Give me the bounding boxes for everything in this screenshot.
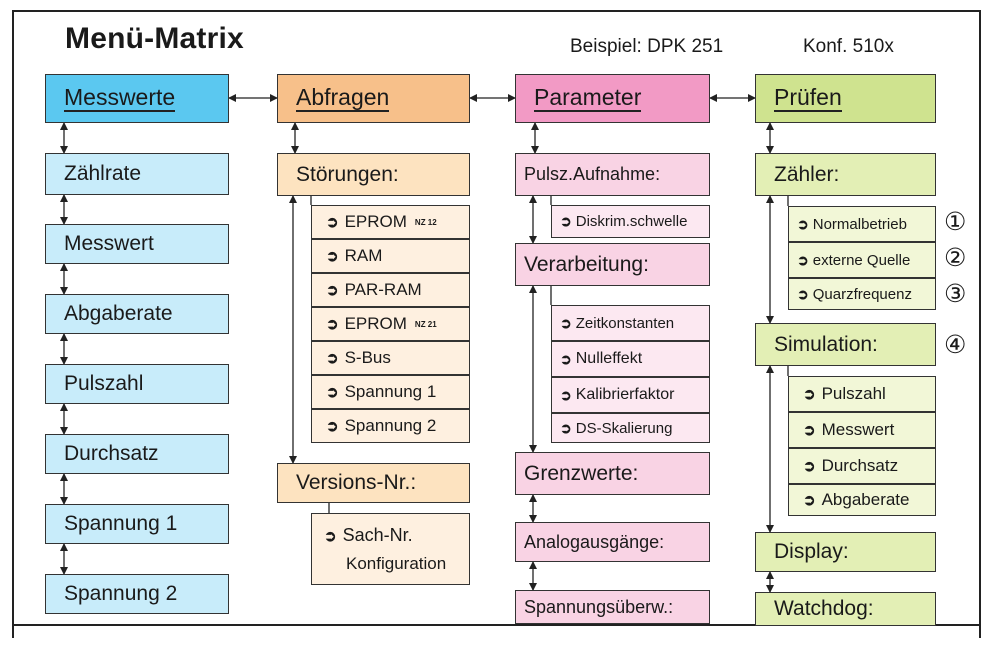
header-pruefen[interactable]: Prüfen: [755, 74, 936, 123]
param-label: Kalibrierfaktor: [575, 386, 675, 403]
example-label: Beispiel: DPK 251: [570, 36, 724, 57]
simulation-pulszahl[interactable]: ➲ Pulszahl: [788, 376, 936, 412]
arrow-icon: ➲: [326, 282, 339, 299]
simulation-label: Pulszahl: [821, 384, 886, 403]
arrow-icon: ➲: [326, 248, 339, 265]
arrow-icon: ➲: [803, 386, 816, 403]
param-label: Nulleffekt: [575, 350, 643, 367]
simulation-label: Messwert: [821, 420, 895, 439]
pruefen-externe-quelle[interactable]: ➲ externe Quelle: [788, 242, 936, 278]
stoerung-label: Spannung 1: [344, 382, 437, 401]
arrow-icon: ➲: [560, 213, 572, 229]
param-diskrim-schwelle[interactable]: ➲ Diskrim.schwelle: [551, 205, 710, 238]
arrow-icon: ➲: [326, 384, 339, 401]
stoerung-par-ram[interactable]: ➲ PAR-RAM: [311, 273, 470, 307]
item-versions-nr[interactable]: Versions-Nr.:: [277, 463, 470, 503]
stoerung-spannung-1[interactable]: ➲ Spannung 1: [311, 375, 470, 409]
arrow-icon: ➲: [797, 215, 809, 232]
marker-3-icon: ③: [944, 280, 967, 308]
stoerung-label: S-Bus: [344, 348, 391, 367]
arrow-icon: ➲: [324, 527, 337, 545]
header-abfragen[interactable]: Abfragen: [277, 74, 470, 123]
item-display[interactable]: Display:: [755, 532, 936, 572]
nz-label: NZ 12: [414, 217, 437, 227]
stoerung-label: EPROM: [344, 212, 407, 231]
item-abgaberate[interactable]: Abgaberate: [45, 294, 229, 334]
item-spannung-1[interactable]: Spannung 1: [45, 504, 229, 544]
arrow-icon: ➲: [326, 350, 339, 367]
param-label: Zeitkonstanten: [575, 314, 675, 332]
header-abfragen-label: Abfragen: [296, 84, 390, 112]
header-parameter-label: Parameter: [534, 84, 642, 112]
stoerung-eprom-nz21[interactable]: ➲ EPROM NZ 21: [311, 307, 470, 341]
arrow-icon: ➲: [803, 458, 816, 475]
param-zeitkonstanten[interactable]: ➲ Zeitkonstanten: [551, 305, 710, 341]
stoerung-s-bus[interactable]: ➲ S-Bus: [311, 341, 470, 375]
item-spannung-2[interactable]: Spannung 2: [45, 574, 229, 614]
arrow-icon: ➲: [560, 386, 572, 403]
marker-4-icon: ④: [944, 331, 967, 359]
diagram-frame: [12, 10, 981, 638]
nz-label: NZ 21: [414, 319, 437, 329]
header-pruefen-label: Prüfen: [774, 84, 842, 112]
stoerung-eprom-nz12[interactable]: ➲ EPROM NZ 12: [311, 205, 470, 239]
pruefen-normalbetrieb[interactable]: ➲ Normalbetrieb: [788, 206, 936, 242]
stoerung-spannung-2[interactable]: ➲ Spannung 2: [311, 409, 470, 443]
item-simulation[interactable]: Simulation:: [755, 323, 936, 366]
item-zaehlrate[interactable]: Zählrate: [45, 153, 229, 195]
versions-details[interactable]: ➲ Sach-Nr. Konfiguration: [311, 513, 470, 585]
arrow-icon: ➲: [560, 350, 572, 367]
pruefen-quarzfrequenz[interactable]: ➲ Quarzfrequenz: [788, 278, 936, 310]
item-stoerungen[interactable]: Störungen:: [277, 153, 470, 196]
simulation-abgaberate[interactable]: ➲ Abgaberate: [788, 484, 936, 516]
item-watchdog[interactable]: Watchdog:: [755, 592, 936, 626]
item-spannungsueberw[interactable]: Spannungsüberw.:: [515, 590, 710, 624]
stoerung-ram[interactable]: ➲ RAM: [311, 239, 470, 273]
arrow-icon: ➲: [560, 419, 572, 436]
arrow-icon: ➲: [326, 418, 339, 435]
item-messwert[interactable]: Messwert: [45, 224, 229, 264]
pruefen-label: externe Quelle: [812, 251, 911, 269]
arrow-icon: ➲: [797, 251, 809, 268]
arrow-icon: ➲: [326, 214, 339, 231]
param-label: DS-Skalierung: [575, 419, 673, 437]
item-verarbeitung[interactable]: Verarbeitung:: [515, 243, 710, 286]
header-messwerte-label: Messwerte: [64, 84, 176, 112]
item-analogausgaenge[interactable]: Analogausgänge:: [515, 522, 710, 562]
param-label: Diskrim.schwelle: [575, 213, 688, 230]
param-kalibrierfaktor[interactable]: ➲ Kalibrierfaktor: [551, 377, 710, 413]
konf-label: Konf. 510x: [803, 36, 894, 57]
simulation-durchsatz[interactable]: ➲ Durchsatz: [788, 448, 936, 484]
arrow-icon: ➲: [797, 285, 809, 302]
item-pulsz-aufnahme[interactable]: Pulsz.Aufnahme:: [515, 153, 710, 196]
arrow-icon: ➲: [326, 316, 339, 333]
item-durchsatz[interactable]: Durchsatz: [45, 434, 229, 474]
arrow-icon: ➲: [560, 314, 572, 331]
param-nulleffekt[interactable]: ➲ Nulleffekt: [551, 341, 710, 377]
marker-2-icon: ②: [944, 244, 967, 272]
arrow-icon: ➲: [803, 492, 816, 509]
header-parameter[interactable]: Parameter: [515, 74, 710, 123]
arrow-icon: ➲: [803, 422, 816, 439]
diagram-title: Menü-Matrix: [65, 22, 244, 55]
simulation-label: Durchsatz: [821, 456, 899, 475]
simulation-label: Abgaberate: [821, 490, 910, 509]
param-ds-skalierung[interactable]: ➲ DS-Skalierung: [551, 413, 710, 443]
item-pulszahl[interactable]: Pulszahl: [45, 364, 229, 404]
header-messwerte[interactable]: Messwerte: [45, 74, 229, 123]
stoerung-label: RAM: [344, 246, 383, 265]
pruefen-label: Normalbetrieb: [812, 215, 907, 233]
item-zaehler[interactable]: Zähler:: [755, 153, 936, 196]
konfiguration-label: Konfiguration: [346, 553, 447, 573]
sach-nr-label: Sach-Nr.: [342, 524, 413, 545]
marker-1-icon: ①: [944, 208, 967, 236]
stoerung-label: Spannung 2: [344, 416, 437, 435]
item-grenzwerte[interactable]: Grenzwerte:: [515, 452, 710, 495]
simulation-messwert[interactable]: ➲ Messwert: [788, 412, 936, 448]
pruefen-label: Quarzfrequenz: [812, 285, 912, 303]
diagram-frame-bottom: [12, 624, 981, 626]
stoerung-label: PAR-RAM: [344, 280, 422, 299]
stoerung-label: EPROM: [344, 314, 407, 333]
